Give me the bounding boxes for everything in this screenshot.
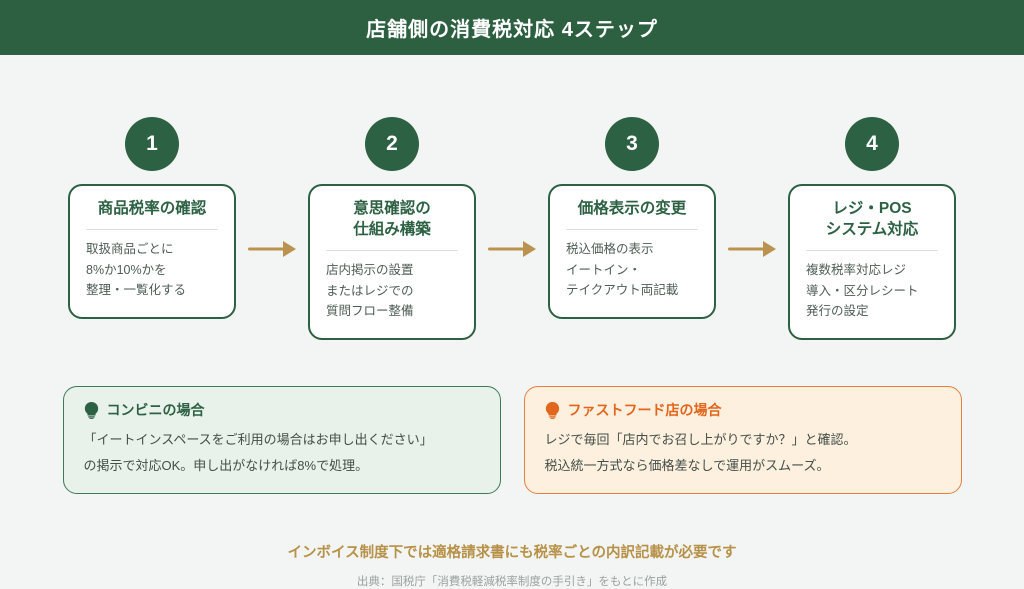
step-card-body: 複数税率対応レジ 導入・区分レシート 発行の設定	[806, 262, 919, 319]
divider	[326, 249, 458, 251]
arrow-cell	[476, 117, 548, 257]
step-number-badge: 1	[125, 117, 179, 171]
lightbulb-icon	[545, 401, 559, 419]
arrow-right-icon	[728, 241, 776, 257]
step-card-title: 意思確認の 仕組み構築	[353, 200, 431, 238]
divider	[566, 228, 698, 230]
step-card-body: 取扱商品ごとに 8%か10%かを 整理・一覧化する	[86, 241, 187, 298]
step-card: 価格表示の変更 税込価格の表示 イートイン・ テイクアウト両記載	[548, 184, 716, 320]
step-column-2: 2 意思確認の 仕組み構築 店内掲示の設置 またはレジでの 質問フロー整備	[308, 117, 476, 341]
step-number-badge: 4	[845, 117, 899, 171]
source-attribution: 出典：国税庁「消費税軽減税率制度の手引き」をもとに作成	[356, 576, 668, 589]
step-column-1: 1 商品税率の確認 取扱商品ごとに 8%か10%かを 整理・一覧化する	[68, 117, 236, 320]
step-card-title: 価格表示の変更	[577, 200, 687, 217]
lightbulb-icon	[84, 401, 98, 419]
steps-row: 1 商品税率の確認 取扱商品ごとに 8%か10%かを 整理・一覧化する 2 意思…	[0, 117, 1024, 341]
header-bar: 店舗側の消費税対応 4ステップ	[0, 0, 1024, 55]
divider	[86, 228, 218, 230]
arrow-cell	[236, 117, 308, 257]
step-number-badge: 2	[365, 117, 419, 171]
step-card: レジ・POS システム対応 複数税率対応レジ 導入・区分レシート 発行の設定	[788, 184, 956, 341]
invoice-note: インボイス制度下では適格請求書にも税率ごとの内訳記載が必要です	[287, 545, 737, 562]
callout-title-row: コンビニの場合	[84, 400, 480, 420]
page-title: 店舗側の消費税対応 4ステップ	[366, 19, 658, 41]
step-card-body: 店内掲示の設置 またはレジでの 質問フロー整備	[326, 262, 414, 319]
callout-title: コンビニの場合	[106, 402, 205, 419]
step-card-body: 税込価格の表示 イートイン・ テイクアウト両記載	[566, 241, 679, 298]
callout-convenience-store: コンビニの場合 「イートインスペースをご利用の場合はお申し出ください」 の掲示で…	[62, 386, 501, 495]
callout-body: 「イートインスペースをご利用の場合はお申し出ください」 の掲示で対応OK。申し出…	[83, 432, 433, 474]
callout-title-row: ファストフード店の場合	[545, 400, 941, 420]
step-column-3: 3 価格表示の変更 税込価格の表示 イートイン・ テイクアウト両記載	[548, 117, 716, 320]
callout-body: レジで毎回「店内でお召し上がりですか？」と確認。 税込統一方式なら価格差なしで運…	[544, 432, 857, 474]
arrow-right-icon	[248, 241, 296, 257]
step-number-badge: 3	[605, 117, 659, 171]
step-card: 商品税率の確認 取扱商品ごとに 8%か10%かを 整理・一覧化する	[68, 184, 236, 320]
callouts-row: コンビニの場合 「イートインスペースをご利用の場合はお申し出ください」 の掲示で…	[0, 386, 1024, 495]
step-column-4: 4 レジ・POS システム対応 複数税率対応レジ 導入・区分レシート 発行の設定	[788, 117, 956, 341]
divider	[806, 249, 938, 251]
step-card-title: 商品税率の確認	[97, 200, 207, 217]
arrow-cell	[716, 117, 788, 257]
step-card-title: レジ・POS システム対応	[825, 200, 919, 238]
callout-title: ファストフード店の場合	[567, 402, 722, 419]
step-card: 意思確認の 仕組み構築 店内掲示の設置 またはレジでの 質問フロー整備	[308, 184, 476, 341]
callout-fast-food: ファストフード店の場合 レジで毎回「店内でお召し上がりですか？」と確認。 税込統…	[523, 386, 962, 495]
arrow-right-icon	[488, 241, 536, 257]
